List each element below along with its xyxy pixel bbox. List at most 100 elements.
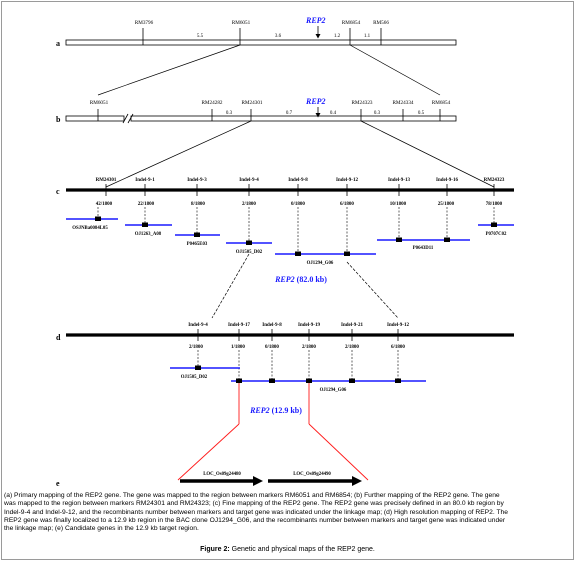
gene-arrow-1 <box>180 476 263 486</box>
panel-a-gene-label: REP2 <box>305 16 326 25</box>
region-size: (82.0 kb) <box>297 275 328 284</box>
clone-name: OSJNBa0084L05 <box>72 226 108 231</box>
marker-label: RM24282 <box>201 100 222 106</box>
marker-label: RM24323 <box>484 178 505 183</box>
marker-label: RM24301 <box>241 100 262 106</box>
panel-b-distances: 0.3 0.7 0.4 0.3 0.5 <box>226 111 425 116</box>
gene-arrow-2 <box>268 476 362 486</box>
caption-line: the linkage map; (e) Candidate genes in … <box>4 525 199 533</box>
marker-label: RM566 <box>373 20 389 26</box>
panel-c-label: c <box>56 187 60 196</box>
clone-name: P0465E03 <box>187 242 208 247</box>
panel-d-bac-clones <box>170 367 426 382</box>
panel-b-ticks <box>97 109 441 121</box>
panel-b-gene-label: REP2 <box>305 97 326 106</box>
marker-label: Indel-9-3 <box>187 178 207 183</box>
caption-line: was mapped to the region between markers… <box>4 500 504 508</box>
recombinant-count: 42/1800 <box>96 202 113 207</box>
panel-c-clone-names: OSJNBa0084L05 OJ1263_A08 P0465E03 OJ1505… <box>72 226 507 266</box>
recombinant-count: 1/1800 <box>231 345 245 350</box>
caption-line: (a) Primary mapping of the REP2 gene. Th… <box>4 492 500 499</box>
marker-label: Indel-9-16 <box>436 178 458 183</box>
clone-name: P0643D11 <box>413 246 434 251</box>
panel-e-gene-names: LOC_Os09g24480 LOC_Os09g24490 <box>203 472 331 477</box>
distance-label: 0.5 <box>418 111 425 116</box>
zoom-line-a-left <box>97 44 241 96</box>
distance-label: 5.5 <box>197 34 204 39</box>
region-gene: REP2 <box>274 275 295 284</box>
distance-label: 1.1 <box>364 34 371 39</box>
recombinant-count: 6/1800 <box>340 202 354 207</box>
marker-label: Indel-9-13 <box>388 178 410 183</box>
marker-label: Indel-9-21 <box>341 323 363 328</box>
panel-c-recombinants: 42/1800 22/1800 8/1800 2/1800 0/1800 6/1… <box>96 202 503 207</box>
panel-a-label: a <box>56 39 60 48</box>
recombinant-count: 10/1800 <box>390 202 407 207</box>
marker-label: Indel-9-4 <box>239 178 259 183</box>
gene-name: LOC_Os09g24490 <box>293 472 331 477</box>
distance-label: 1.2 <box>334 34 341 39</box>
panel-e-label: e <box>56 479 60 488</box>
marker-label: Indel-9-17 <box>228 323 250 328</box>
region-gene: REP2 <box>249 406 270 415</box>
recombinant-count: 2/1800 <box>345 345 359 350</box>
panel-c-drop-lines <box>97 207 495 252</box>
zoom-line-a-right <box>349 44 441 96</box>
panel-a-gene-arrow <box>315 26 321 39</box>
marker-label: RM24301 <box>96 178 117 183</box>
recombinant-count: 6/1800 <box>391 345 405 350</box>
marker-label: RM24323 <box>351 100 372 106</box>
panel-d-region-label: REP2(12.9 kb) <box>249 406 302 415</box>
panel-c-markers: RM24301 Indel-9-1 Indel-9-3 Indel-9-4 In… <box>96 178 505 183</box>
clone-name: OJ1294_G06 <box>307 261 334 266</box>
panel-d-recombinants: 2/1800 1/1800 0/1800 2/1800 2/1800 6/180… <box>189 345 405 350</box>
clone-name: OJ1505_D02 <box>181 375 208 380</box>
panel-a-ticks <box>142 28 382 45</box>
marker-label: Indel-9-12 <box>387 323 409 328</box>
zoom-line-c-right <box>346 261 399 319</box>
zoom-line-b-left <box>105 120 252 188</box>
recombinant-count: 2/1800 <box>242 202 256 207</box>
region-size: (12.9 kb) <box>272 406 303 415</box>
panel-a-distances: 5.5 3.6 1.2 1.1 <box>197 34 371 39</box>
marker-label: RM24334 <box>392 100 413 106</box>
figure-title: Figure 2: Genetic and physical maps of t… <box>0 546 575 553</box>
panel-b-label: b <box>56 115 61 124</box>
clone-name: OJ1505_D02 <box>236 250 263 255</box>
marker-label: RM6854 <box>342 20 361 26</box>
caption-line: REP2 gene was finally localized to a 12.… <box>4 516 506 524</box>
panel-a-markers: RM3796 RM6051 RM6854 RM566 <box>135 20 390 26</box>
marker-label: Indel-9-12 <box>336 178 358 183</box>
recombinant-count: 2/1800 <box>189 345 203 350</box>
marker-label: Indel-9-8 <box>288 178 308 183</box>
recombinant-count: 25/1800 <box>438 202 455 207</box>
panel-d-markers: Indel-9-4 Indel-9-17 Indel-9-8 Indel-9-1… <box>188 323 409 328</box>
distance-label: 0.4 <box>330 111 337 116</box>
zoom-line-c-left <box>211 253 250 319</box>
panel-d-clone-names: OJ1505_D02 OJ1294_G06 <box>181 375 347 393</box>
recombinant-count: 0/1800 <box>291 202 305 207</box>
figure-caption: (a) Primary mapping of the REP2 gene. Th… <box>4 492 570 533</box>
recombinant-count: 22/1800 <box>138 202 155 207</box>
panel-c-ticks <box>105 184 495 196</box>
marker-label: Indel-9-1 <box>135 178 155 183</box>
recombinant-count: 0/1800 <box>265 345 279 350</box>
panel-a-chromosome <box>65 39 457 46</box>
panel-d-ticks <box>197 329 399 341</box>
marker-label: Indel-9-4 <box>188 323 208 328</box>
panel-c-clone-markers <box>95 216 497 256</box>
figure-title-text: Genetic and physical maps of the REP2 ge… <box>231 546 375 553</box>
marker-label: RM6051 <box>232 20 251 26</box>
recombinant-count: 8/1800 <box>191 202 205 207</box>
zoom-line-d-left <box>177 423 240 481</box>
distance-label: 3.6 <box>275 34 282 39</box>
gene-name: LOC_Os09g24480 <box>203 472 241 477</box>
panel-b-gene-arrow <box>315 107 321 118</box>
clone-name: OJ1294_G06 <box>320 388 347 393</box>
recombinant-count: 2/1800 <box>302 345 316 350</box>
recombinant-count: 78/1800 <box>486 202 503 207</box>
panel-c-region-label: REP2(82.0 kb) <box>274 275 327 284</box>
panel-d-clone-markers <box>195 365 401 383</box>
